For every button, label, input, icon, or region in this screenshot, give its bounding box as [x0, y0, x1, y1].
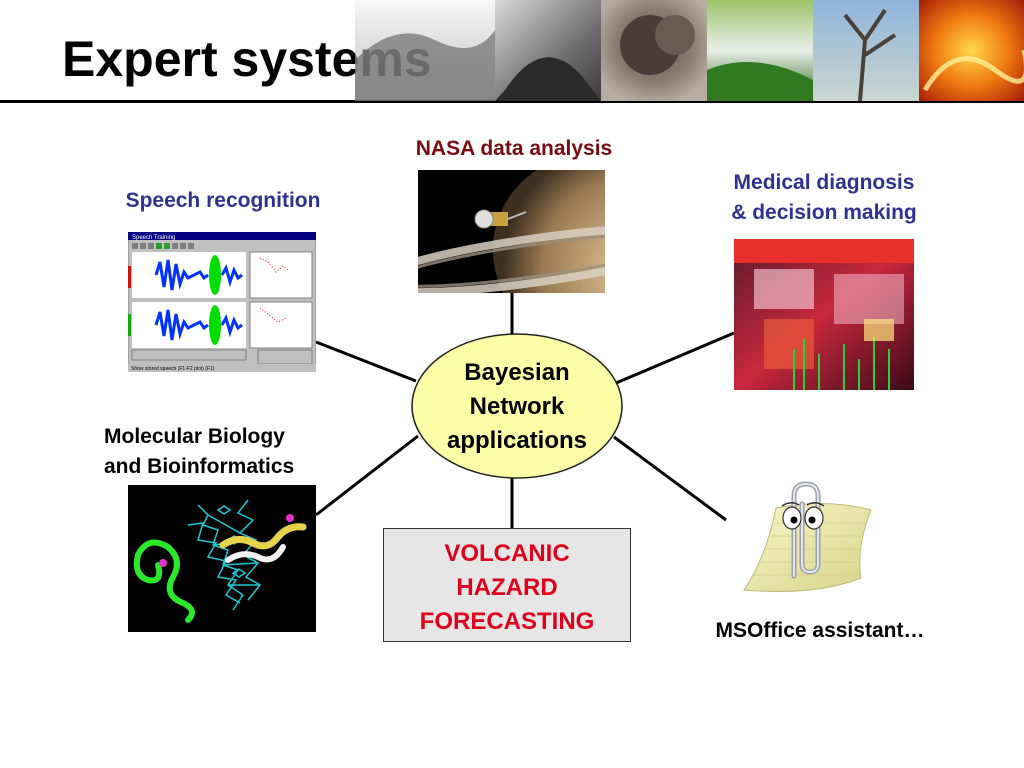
msoffice-label: MSOffice assistant…: [715, 619, 925, 642]
center-line-2: Network: [469, 393, 565, 420]
volcanic-line-3: FORECASTING: [419, 608, 595, 635]
speech-label: Speech recognition: [125, 189, 321, 212]
saturn-spacecraft-image: [418, 170, 605, 293]
medical-label-line-1: Medical diagnosis: [733, 171, 915, 194]
center-line-3: applications: [446, 427, 588, 454]
center-ellipse: [411, 333, 623, 479]
volcano-banner-image: [355, 0, 1024, 101]
medical-label-line-2: & decision making: [731, 201, 917, 224]
paperclip-assistant-image: [743, 481, 872, 592]
title-divider: [0, 100, 1024, 103]
speech-software-screenshot: Speech Training Show stored speech (F1-F…: [128, 232, 316, 372]
medical-label: Medical diagnosis & decision making: [700, 168, 948, 228]
molecular-label-line-2: and Bioinformatics: [104, 455, 295, 478]
speech-status-text: Show stored speech (F1-F2 plot) (F1): [131, 366, 215, 372]
molecular-label-line-1: Molecular Biology: [104, 425, 285, 448]
volcanic-line-2: HAZARD: [456, 574, 558, 601]
molecular-label: Molecular Biology and Bioinformatics: [104, 422, 344, 482]
center-line-1: Bayesian: [464, 359, 570, 386]
speech-window-title: Speech Training: [132, 235, 175, 241]
emergency-room-image: [734, 239, 914, 390]
center-label: Bayesian Network applications: [410, 356, 624, 458]
nasa-label: NASA data analysis: [415, 137, 613, 160]
protein-dna-model-image: [128, 485, 316, 632]
volcanic-hazard-box: VOLCANIC HAZARD FORECASTING: [383, 528, 631, 642]
volcanic-line-1: VOLCANIC: [444, 540, 570, 567]
